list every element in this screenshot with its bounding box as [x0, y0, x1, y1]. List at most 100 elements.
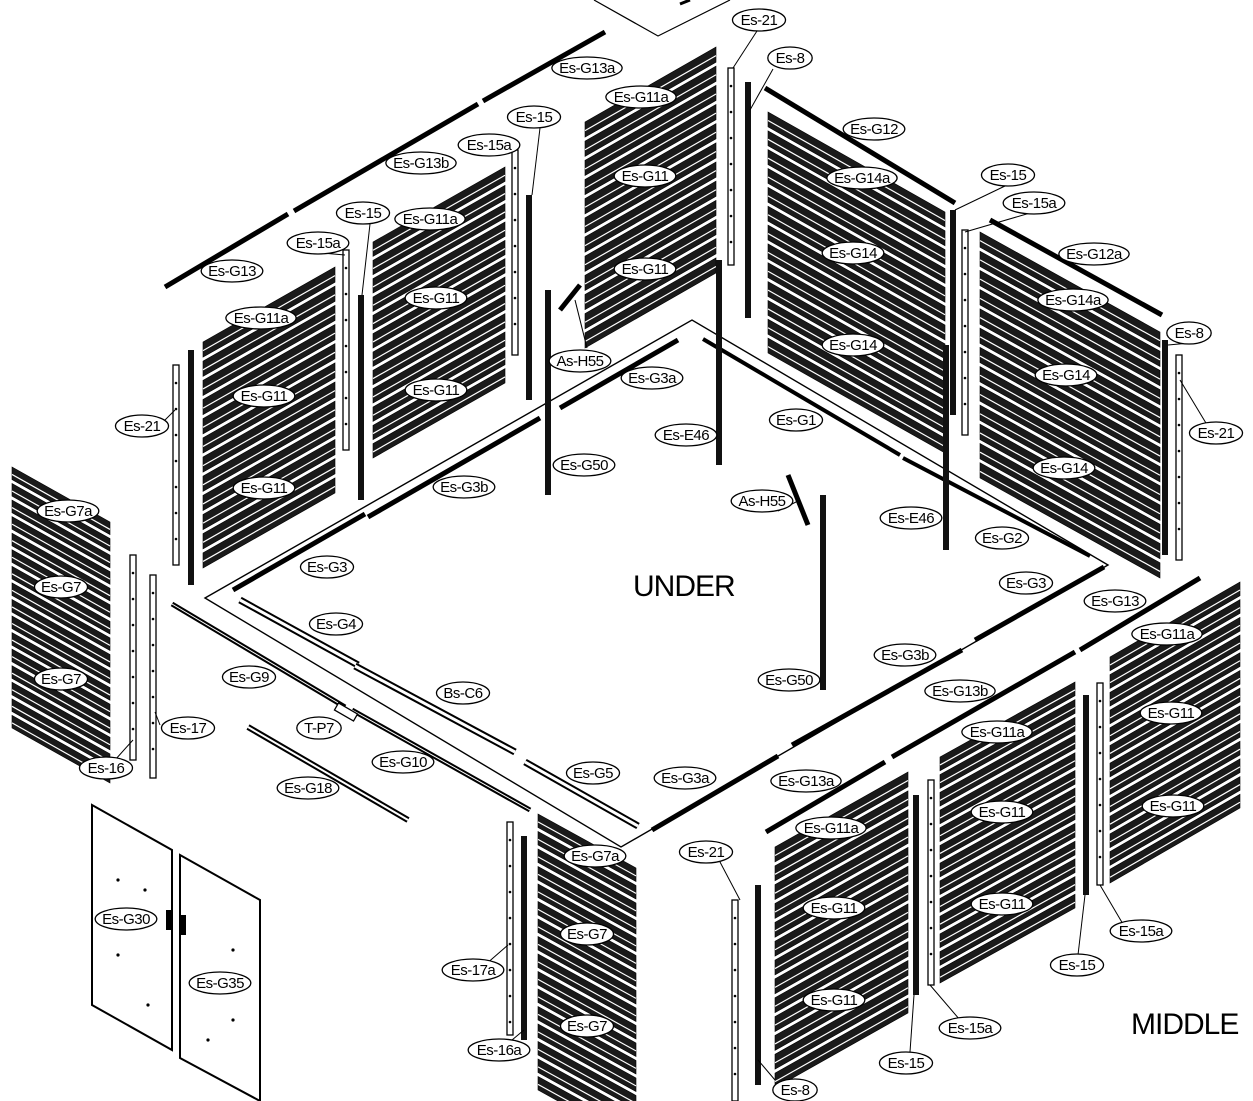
leader-line [154, 711, 161, 726]
post-hole [151, 617, 155, 621]
part-label-text: Es-15a [296, 235, 342, 252]
slat [1109, 652, 1241, 742]
slat [979, 443, 1161, 560]
slat-highlight [202, 466, 336, 543]
part-label-oval [404, 286, 468, 310]
part-label-oval [335, 201, 391, 225]
part-label-oval [232, 384, 296, 408]
post-hole [729, 188, 733, 192]
slat [767, 149, 946, 266]
part-label-text: Es-G14 [829, 245, 877, 262]
slat-highlight [1109, 660, 1241, 737]
post-es-21-left [172, 364, 180, 566]
door-latch-right [180, 915, 186, 935]
part-label-oval [1109, 919, 1173, 943]
part-label: Es-15a [938, 1016, 1002, 1040]
part-label: Es-8 [767, 46, 813, 70]
post-hole [1098, 803, 1102, 807]
part-label: Es-15a [1109, 919, 1173, 943]
post-es-15-right [950, 210, 956, 415]
leader-line [929, 984, 961, 1021]
floor-rail-es-g2 [902, 456, 1091, 558]
part-label-text: Es-16a [477, 1042, 523, 1059]
slat [11, 516, 111, 585]
slat-highlight [939, 830, 1076, 908]
part-label-oval [1034, 363, 1098, 387]
leader-line [954, 185, 1006, 211]
slat [774, 922, 909, 1014]
part-label-oval [33, 575, 89, 599]
part-label-oval [299, 555, 355, 579]
slat [537, 865, 637, 935]
leader-line [511, 1029, 525, 1041]
slat [537, 1023, 637, 1093]
post-es-21-bottom [731, 899, 739, 1101]
slat-highlight [939, 742, 1076, 819]
part-label-text: Es-G12 [850, 121, 898, 138]
part-label-text: Es-E46 [888, 510, 934, 527]
slat [11, 598, 111, 668]
post-es-21-right [1175, 354, 1183, 561]
slat-highlight [767, 308, 946, 410]
part-label-text: Es-G11a [234, 310, 290, 327]
slat [774, 978, 909, 1070]
rail-inner [354, 664, 516, 754]
part-label-oval [565, 761, 621, 785]
part-label-text: Es-21 [1198, 425, 1235, 442]
part-label-text: Es-8 [1175, 325, 1204, 342]
part-label-oval [563, 844, 627, 868]
part-label-text: Es-G7a [44, 503, 93, 520]
post-hole [508, 942, 512, 946]
part-label-text: Es-G11a [403, 211, 459, 228]
part-label: Es-16a [467, 1038, 531, 1062]
part-label-text: Es-G11 [241, 480, 288, 497]
roof-corner [593, 0, 731, 37]
part-label-text: Es-G13a [559, 60, 616, 77]
slat-highlight [767, 346, 946, 448]
slat-highlight [939, 901, 1076, 978]
slat [1109, 723, 1241, 813]
slat-highlight [939, 813, 1076, 890]
part-label-oval [980, 163, 1036, 187]
part-label-text: Es-16 [88, 760, 125, 777]
post-hole [729, 214, 733, 218]
part-label-oval [879, 506, 943, 530]
slat [537, 848, 637, 918]
post-hole [174, 433, 178, 437]
post-hole [174, 459, 178, 463]
part-label-text: As-H55 [556, 353, 603, 370]
part-label-text: Es-15 [516, 109, 553, 126]
slat-highlight [372, 248, 506, 325]
slat-highlight [202, 390, 336, 467]
part-label: Es-G11 [802, 896, 866, 920]
slat [537, 1040, 637, 1101]
post-hole [1177, 397, 1181, 401]
slat-highlight [939, 848, 1076, 925]
post-hole [929, 848, 933, 852]
slat-highlight [202, 370, 336, 447]
part-label-oval [605, 85, 677, 109]
slat-highlight [1109, 748, 1241, 825]
part-label-oval [552, 453, 616, 477]
slat-highlight [1109, 642, 1241, 719]
post-hole [963, 376, 967, 380]
part-label-text: Es-G11a [804, 820, 860, 837]
post-es-15-front2 [1083, 695, 1089, 895]
post-hole [151, 591, 155, 595]
slat-highlight [372, 211, 506, 288]
part-label-oval [1131, 622, 1203, 646]
slat [584, 161, 717, 253]
part-label-oval [767, 46, 813, 70]
slat [584, 180, 717, 272]
slat [939, 699, 1076, 789]
part-label: Es-15 [878, 1051, 934, 1075]
slat [939, 752, 1076, 842]
part-label-oval [1188, 421, 1244, 445]
floor-rail-es-g3 [231, 511, 367, 593]
floor-rail-es-g18 [246, 724, 410, 823]
part-label-text: Es-G14 [1042, 367, 1090, 384]
post-hole [1098, 699, 1102, 703]
slat-highlight [372, 229, 506, 306]
part-label-text: Es-15a [948, 1020, 994, 1037]
